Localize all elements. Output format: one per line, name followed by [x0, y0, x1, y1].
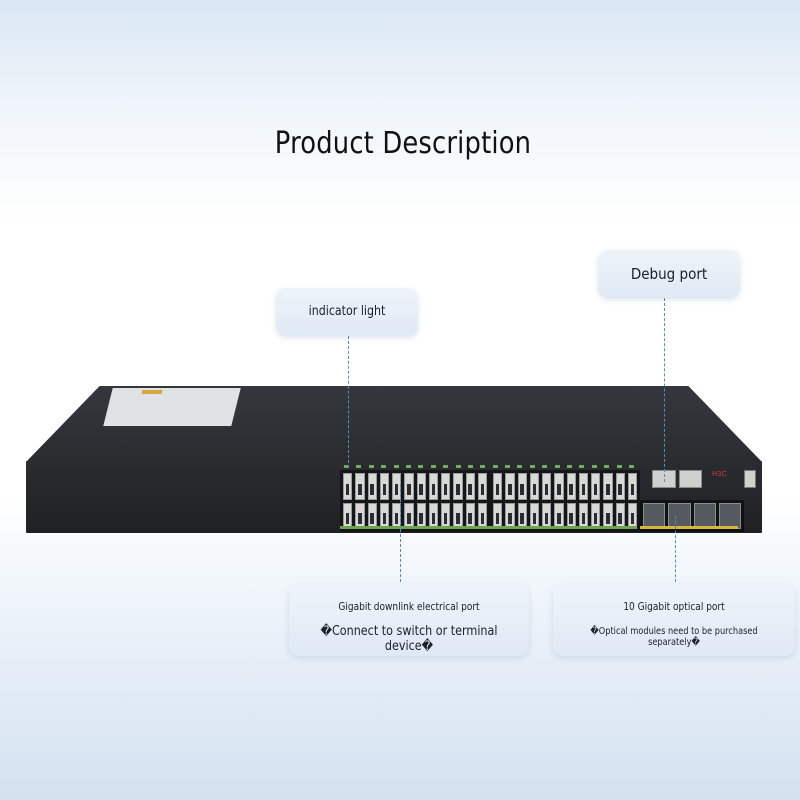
- indicator-light-label: indicator light: [308, 304, 386, 319]
- indicator-leds: [344, 465, 634, 470]
- indicator-led: [579, 465, 585, 468]
- gigabit-leader-line: [400, 484, 401, 582]
- indicator-led: [542, 465, 548, 468]
- brand-logo: H3C: [712, 470, 727, 478]
- tengig-port-title: 10 Gigabit optical port: [623, 600, 725, 613]
- indicator-light-callout: indicator light: [276, 288, 418, 336]
- indicator-led: [591, 465, 597, 468]
- rj45-port: [603, 473, 613, 500]
- debug-ports: [652, 470, 702, 488]
- device-label-stripe: [141, 390, 163, 394]
- rj45-port: [355, 473, 365, 500]
- rj45-port: [554, 473, 564, 500]
- rj45-port: [529, 473, 539, 500]
- rj45-port: [404, 473, 414, 500]
- tengig-port-note: �Optical modules need to be purchased se…: [590, 626, 758, 648]
- port-status-bar: [340, 526, 636, 529]
- indicator-led: [356, 465, 362, 468]
- page-title: Product Description: [274, 126, 532, 161]
- indicator-led: [393, 465, 399, 468]
- rj45-port: [453, 473, 463, 500]
- rj45-port: [542, 473, 552, 500]
- rj45-port: [428, 473, 438, 500]
- debug-port-label: Debug port: [630, 265, 708, 283]
- indicator-led: [418, 465, 424, 468]
- gigabit-port-note: �Connect to switch or terminal device�: [320, 624, 498, 654]
- rj45-port: [379, 473, 389, 500]
- tengig-port-callout: 10 Gigabit optical port �Optical modules…: [553, 584, 795, 656]
- indicator-led: [344, 465, 349, 468]
- indicator-led: [381, 465, 387, 468]
- rj45-port: [615, 473, 625, 500]
- device-label-sticker: [103, 388, 241, 426]
- indicator-leader-line: [348, 336, 349, 468]
- indicator-led: [567, 465, 573, 468]
- debug-port: [678, 470, 702, 488]
- indicator-led: [604, 465, 610, 468]
- indicator-led: [616, 465, 622, 468]
- indicator-led: [430, 465, 436, 468]
- tengig-leader-line: [675, 516, 676, 582]
- rj45-port: [493, 473, 503, 500]
- indicator-led: [443, 465, 449, 468]
- rj45-port: [627, 473, 637, 500]
- rj45-port: [505, 473, 515, 500]
- rj45-port: [465, 473, 475, 500]
- indicator-led: [554, 465, 560, 468]
- gigabit-port-callout: Gigabit downlink electrical port �Connec…: [289, 584, 529, 656]
- indicator-led: [405, 465, 411, 468]
- rj45-port: [517, 473, 527, 500]
- rj45-port: [416, 473, 426, 500]
- debug-port-callout: Debug port: [598, 250, 740, 298]
- gigabit-port-title: Gigabit downlink electrical port: [338, 600, 480, 613]
- sfp-status-bar: [640, 526, 738, 529]
- indicator-led: [517, 465, 523, 468]
- debug-leader-line: [664, 298, 665, 482]
- indicator-led: [467, 465, 473, 468]
- indicator-led: [505, 465, 511, 468]
- indicator-led: [628, 465, 634, 468]
- rj45-port-group-right: [490, 470, 640, 532]
- rj45-port: [566, 473, 576, 500]
- indicator-led: [529, 465, 535, 468]
- rj45-port: [591, 473, 601, 500]
- indicator-led: [368, 465, 374, 468]
- rj45-port: [477, 473, 487, 500]
- rj45-port: [578, 473, 588, 500]
- indicator-led: [480, 465, 486, 468]
- indicator-led: [492, 465, 498, 468]
- rj45-port-group-left: [340, 470, 490, 532]
- usb-port: [744, 470, 756, 488]
- rj45-port: [367, 473, 377, 500]
- rj45-port: [343, 473, 353, 500]
- debug-port: [652, 470, 676, 488]
- indicator-led: [455, 465, 461, 468]
- rj45-port: [441, 473, 451, 500]
